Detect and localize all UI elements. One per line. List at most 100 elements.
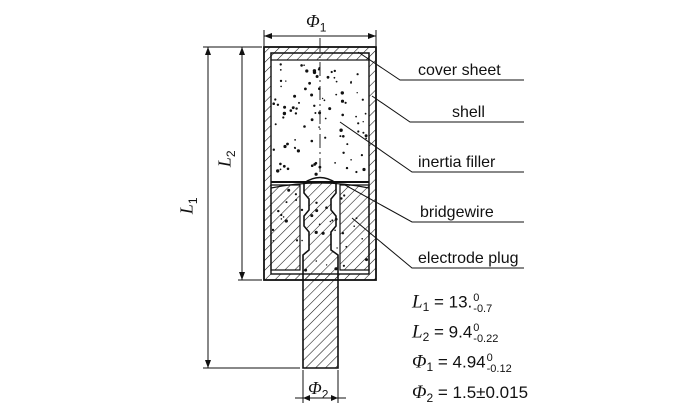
filler-dot bbox=[279, 168, 282, 171]
filler-dot bbox=[342, 264, 345, 267]
l2-symbol: L bbox=[214, 157, 235, 168]
phi1-label: Φ1 bbox=[306, 12, 326, 34]
filler-dot bbox=[318, 126, 320, 128]
filler-dot bbox=[357, 122, 360, 125]
filler-dot bbox=[317, 68, 320, 71]
label-inertia-filler: inertia filler bbox=[418, 154, 496, 171]
filler-dot bbox=[293, 94, 297, 98]
phi2-label: Φ2 bbox=[308, 379, 328, 401]
label-bridgewire: bridgewire bbox=[420, 204, 494, 221]
filler-dot bbox=[276, 103, 280, 107]
filler-dot bbox=[333, 69, 336, 73]
spec-subscript: 1 bbox=[422, 300, 430, 315]
filler-dot bbox=[295, 199, 298, 201]
filler-dot bbox=[303, 125, 306, 128]
filler-dot bbox=[272, 148, 275, 151]
filler-dot bbox=[350, 81, 352, 84]
spec-tolerance: ±0.015 bbox=[476, 383, 529, 402]
filler-dot bbox=[282, 116, 285, 119]
filler-dot bbox=[310, 93, 314, 97]
filler-dot bbox=[272, 240, 275, 242]
filler-dot bbox=[324, 117, 327, 120]
filler-dot bbox=[365, 137, 367, 140]
filler-dot bbox=[361, 98, 364, 101]
spec-value: = 13. bbox=[429, 292, 473, 312]
filler-dot bbox=[350, 159, 352, 161]
leader-lines bbox=[339, 51, 524, 269]
filler-dot bbox=[304, 87, 307, 91]
filler-dot bbox=[357, 130, 360, 133]
filler-dot bbox=[353, 225, 356, 227]
spec-phi2: Φ2 = 1.5±0.015 bbox=[412, 383, 529, 405]
inertia-filler bbox=[272, 63, 368, 176]
filler-dot bbox=[298, 101, 300, 104]
filler-dot bbox=[279, 63, 282, 66]
phi2-dimension bbox=[295, 370, 346, 403]
filler-dot bbox=[300, 64, 303, 67]
filler-dot bbox=[289, 109, 293, 112]
l2-label: L2 bbox=[214, 150, 239, 168]
filler-dot bbox=[294, 112, 298, 115]
spec-value: = 4.94 bbox=[433, 352, 486, 372]
spec-symbol: L bbox=[412, 291, 423, 313]
filler-dot bbox=[313, 163, 317, 166]
filler-dot bbox=[295, 239, 299, 242]
spec-l1: L1 = 13.0-0.7 bbox=[412, 292, 492, 314]
phi1-symbol: Φ bbox=[306, 11, 320, 31]
filler-dot bbox=[279, 162, 282, 166]
filler-dot bbox=[279, 69, 282, 71]
filler-dot bbox=[310, 118, 314, 122]
filler-dot bbox=[342, 151, 345, 154]
filler-dot bbox=[364, 134, 368, 138]
filler-dot bbox=[345, 245, 348, 248]
filler-dot bbox=[361, 238, 364, 240]
filler-dot bbox=[274, 98, 277, 101]
electrode-pin bbox=[302, 181, 339, 369]
filler-dot bbox=[287, 188, 291, 192]
spec-symbol: Φ bbox=[412, 351, 427, 373]
phi1-subscript: 1 bbox=[319, 20, 327, 35]
filler-dot bbox=[333, 76, 336, 79]
filler-dot bbox=[314, 112, 317, 114]
filler-dot bbox=[301, 239, 303, 242]
filler-dot bbox=[344, 101, 347, 104]
filler-dot bbox=[310, 164, 314, 167]
filler-dot bbox=[355, 170, 358, 174]
filler-dot bbox=[340, 99, 345, 103]
label-electrode-plug: electrode plug bbox=[418, 250, 519, 267]
l2-subscript: 2 bbox=[224, 150, 239, 158]
filler-dot bbox=[286, 167, 290, 171]
filler-dot bbox=[279, 79, 283, 83]
spec-subscript: 1 bbox=[426, 360, 434, 375]
filler-dot bbox=[303, 64, 305, 66]
filler-dot bbox=[355, 115, 357, 118]
filler-dot bbox=[276, 169, 280, 173]
filler-dot bbox=[334, 229, 336, 232]
filler-dot bbox=[286, 142, 289, 146]
filler-dot bbox=[340, 197, 343, 200]
bridgewire bbox=[303, 176, 337, 184]
filler-dot bbox=[341, 113, 345, 117]
filler-dot bbox=[321, 97, 324, 100]
filler-dot bbox=[296, 149, 300, 153]
filler-dot bbox=[310, 139, 314, 143]
filler-dot bbox=[355, 217, 358, 220]
filler-dot bbox=[362, 167, 366, 172]
filler-dot bbox=[346, 143, 349, 146]
filler-dot bbox=[336, 247, 338, 249]
spec-tolerance: 0-0.12 bbox=[486, 352, 512, 375]
filler-dot bbox=[356, 73, 359, 76]
filler-dot bbox=[284, 219, 288, 223]
spec-subscript: 2 bbox=[426, 391, 434, 405]
filler-dot bbox=[340, 91, 344, 95]
filler-dot bbox=[314, 172, 318, 176]
spec-value: = 1.5 bbox=[433, 383, 477, 402]
filler-dot bbox=[360, 154, 363, 157]
filler-dot bbox=[315, 75, 319, 78]
filler-dot bbox=[272, 102, 276, 105]
l1-label: L1 bbox=[177, 197, 201, 214]
filler-dot bbox=[280, 218, 283, 220]
